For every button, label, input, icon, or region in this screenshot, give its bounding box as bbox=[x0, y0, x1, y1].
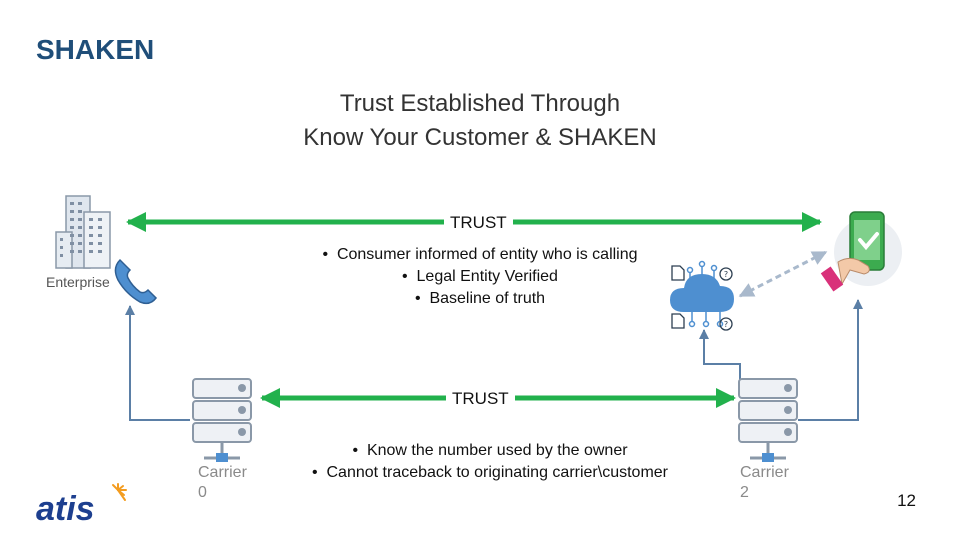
top-bullet-text: Consumer informed of entity who is calli… bbox=[336, 246, 638, 263]
subtitle-line-2: Know Your Customer & SHAKEN bbox=[303, 124, 657, 151]
top-trust-label: TRUST bbox=[444, 213, 513, 233]
bottom-trust-label: TRUST bbox=[446, 389, 515, 409]
bottom-bullet-item: • Know the number used by the owner bbox=[352, 442, 628, 459]
enterprise-label: Enterprise bbox=[46, 274, 110, 290]
building-icon bbox=[55, 195, 111, 269]
cloud-connector-line bbox=[699, 329, 741, 392]
carrier-0-number: 0 bbox=[198, 484, 207, 501]
svg-text:?: ? bbox=[724, 270, 728, 279]
svg-text:?: ? bbox=[724, 320, 728, 329]
carrier-0-name: Carrier bbox=[198, 464, 247, 481]
carrier-0-label: Carrier 0 bbox=[198, 463, 247, 503]
carrier-2-number: 2 bbox=[740, 484, 749, 501]
left-connector-line bbox=[125, 305, 190, 421]
carrier-2-label: Carrier 2 bbox=[740, 463, 789, 503]
svg-text:atis: atis bbox=[36, 490, 95, 528]
verified-phone-icon bbox=[820, 211, 902, 292]
cloud-network-icon: ? ? bbox=[670, 260, 734, 331]
bottom-bullet-item: • Cannot traceback to originating carrie… bbox=[312, 464, 669, 481]
right-connector-line bbox=[798, 299, 863, 421]
bottom-bullet-list: • Know the number used by the owner • Ca… bbox=[270, 440, 710, 484]
bottom-bullet-text: Cannot traceback to originating carrier\… bbox=[326, 464, 669, 481]
top-bullet-list: • Consumer informed of entity who is cal… bbox=[280, 244, 680, 310]
phone-handset-icon bbox=[114, 258, 157, 305]
top-bullet-item: • Baseline of truth bbox=[414, 290, 546, 307]
top-bullet-text: Baseline of truth bbox=[429, 290, 546, 307]
carrier-0-server-icon bbox=[192, 378, 252, 462]
top-bullet-text: Legal Entity Verified bbox=[416, 268, 558, 285]
subtitle-line-1: Trust Established Through bbox=[339, 90, 621, 117]
dashed-verification-arrow bbox=[738, 250, 828, 298]
page-number: 12 bbox=[897, 491, 916, 510]
top-bullet-item: • Consumer informed of entity who is cal… bbox=[322, 246, 638, 263]
atis-logo: atis bbox=[36, 483, 127, 528]
carrier-2-server-icon bbox=[738, 378, 798, 462]
carrier-2-name: Carrier bbox=[740, 464, 789, 481]
top-bullet-item: • Legal Entity Verified bbox=[402, 268, 558, 285]
bottom-bullet-text: Know the number used by the owner bbox=[366, 442, 628, 459]
slide-title: SHAKEN bbox=[36, 34, 155, 65]
